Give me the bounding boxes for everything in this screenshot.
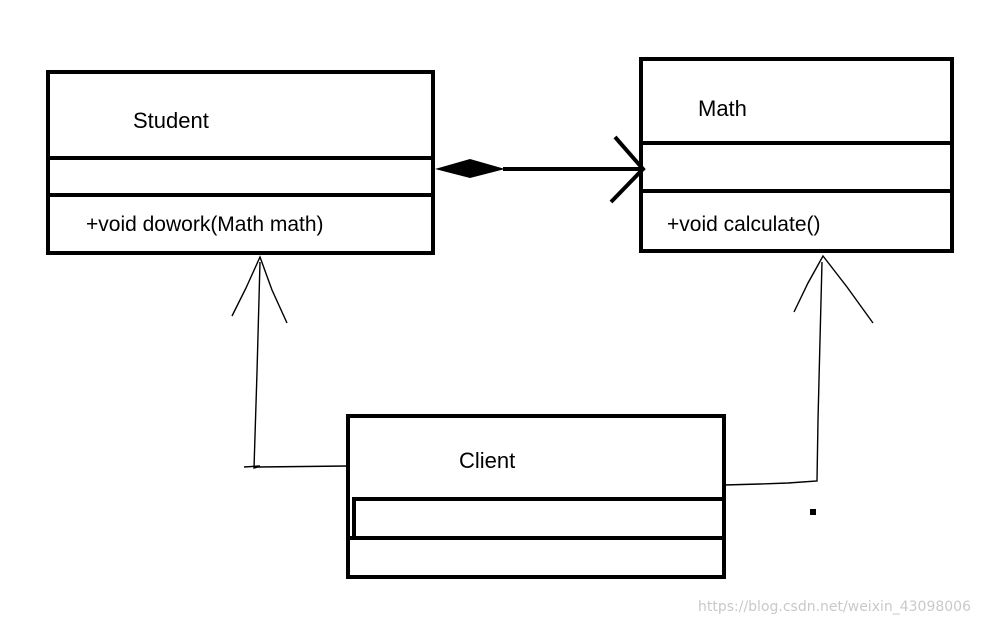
composition-diamond bbox=[435, 159, 505, 178]
math-method: +void calculate() bbox=[667, 213, 821, 236]
student-name-compartment: Student bbox=[50, 74, 431, 156]
client-math-connector bbox=[723, 261, 823, 486]
math-name-compartment: Math bbox=[643, 61, 950, 141]
student-inheritance-arrowhead bbox=[231, 255, 288, 324]
client-class-box: Client bbox=[346, 414, 726, 579]
student-method: +void dowork(Math math) bbox=[86, 213, 324, 236]
student-attributes-compartment bbox=[50, 156, 431, 193]
client-name-compartment: Client bbox=[350, 418, 722, 497]
math-class-name: Math bbox=[698, 96, 747, 121]
client-attributes-compartment bbox=[352, 497, 722, 536]
math-inheritance-arrowhead bbox=[793, 254, 874, 324]
client-student-connector bbox=[253, 261, 349, 469]
student-class-name: Student bbox=[133, 108, 209, 133]
math-class-box: Math +void calculate() bbox=[639, 57, 954, 253]
student-class-box: Student +void dowork(Math math) bbox=[46, 70, 435, 255]
stray-dot bbox=[810, 509, 816, 515]
math-attributes-compartment bbox=[643, 141, 950, 189]
client-class-name: Client bbox=[459, 448, 516, 473]
math-methods-compartment: +void calculate() bbox=[643, 189, 950, 249]
student-methods-compartment: +void dowork(Math math) bbox=[50, 193, 431, 251]
watermark: https://blog.csdn.net/weixin_43098006 bbox=[697, 599, 971, 615]
composition-arrowhead bbox=[609, 135, 646, 204]
client-student-tail bbox=[243, 465, 261, 468]
client-methods-compartment bbox=[350, 536, 722, 575]
